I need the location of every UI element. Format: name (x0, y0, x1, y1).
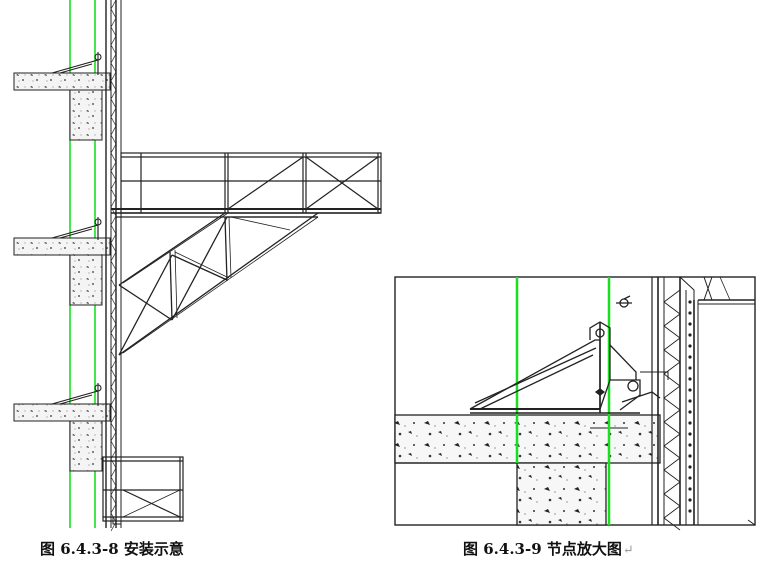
return-mark-icon: ↵ (622, 543, 634, 558)
floor-slab-middle (13, 237, 111, 306)
vertical-guide-rail (105, 0, 122, 532)
rail-bolt-hole (688, 399, 692, 403)
floor-slab-bottom (13, 403, 111, 472)
detail-bracket (469, 295, 669, 414)
rail-bolt-hole (688, 322, 692, 326)
support-truss (116, 212, 319, 356)
top-platform (111, 152, 382, 214)
rail-bolt-hole (688, 465, 692, 469)
rail-bolt-hole (688, 366, 692, 370)
rail-bolt-hole (688, 311, 692, 315)
rail-bolt-hole (688, 487, 692, 491)
rail-bolt-hole (688, 476, 692, 480)
rail-bolt-hole (688, 454, 692, 458)
rail-bolt-hole (688, 388, 692, 392)
rail-bolt-hole (688, 300, 692, 304)
wall-bracket-bottom (51, 383, 102, 406)
rail-bolt-hole (688, 432, 692, 436)
rail-bolt-hole (688, 377, 692, 381)
figure-caption-right-text: 图 6.4.3-9 节点放大图 (463, 540, 622, 558)
rail-bolt-hole (688, 344, 692, 348)
detail-slab (394, 414, 661, 526)
figure-caption-left-text: 图 6.4.3-8 安装示意 (40, 540, 184, 558)
wall-bracket-top (51, 52, 102, 75)
rail-bolt-hole (688, 355, 692, 359)
wall-bracket-middle (51, 217, 102, 240)
node-detail-view (394, 276, 756, 531)
figure-caption-left: 图 6.4.3-8 安装示意 (40, 538, 184, 559)
detail-guide-rail (651, 276, 756, 531)
rail-bolt-hole (688, 509, 692, 513)
figure-caption-right: 图 6.4.3-9 节点放大图↵ (463, 538, 634, 559)
rail-bolt-hole (688, 498, 692, 502)
rail-bolt-hole (688, 421, 692, 425)
rail-bolt-hole (688, 443, 692, 447)
installation-schematic (13, 0, 382, 532)
rail-bolt-hole (688, 333, 692, 337)
rail-bolt-hole (688, 410, 692, 414)
floor-slab-top (13, 72, 111, 141)
bottom-cage-platform (102, 456, 184, 525)
